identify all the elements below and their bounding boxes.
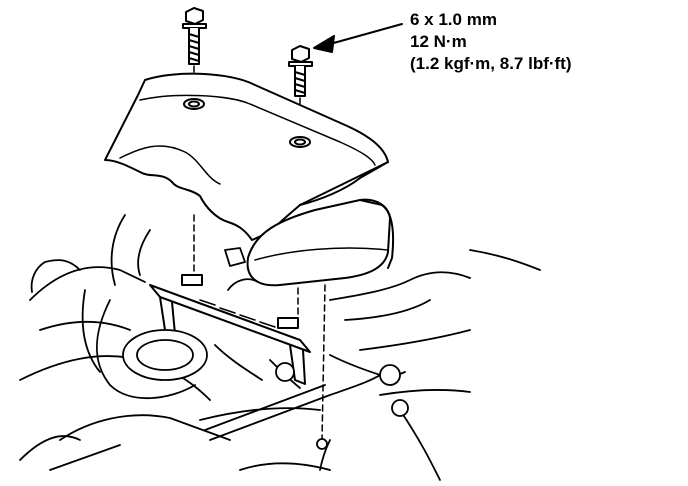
bolt-thread-spec: 6 x 1.0 mm [410,10,497,29]
torque-spec-nm: 12 N·m [410,32,467,51]
leader-arrow [313,23,403,53]
engine-cover [104,72,389,241]
engine-body [19,214,541,481]
torque-spec-alt: (1.2 kgf·m, 8.7 lbf·ft) [410,54,572,73]
intake-duct [246,198,395,287]
bolt-icon [288,45,313,97]
duct-guide-line [321,284,326,441]
bolt-icon [182,7,207,65]
